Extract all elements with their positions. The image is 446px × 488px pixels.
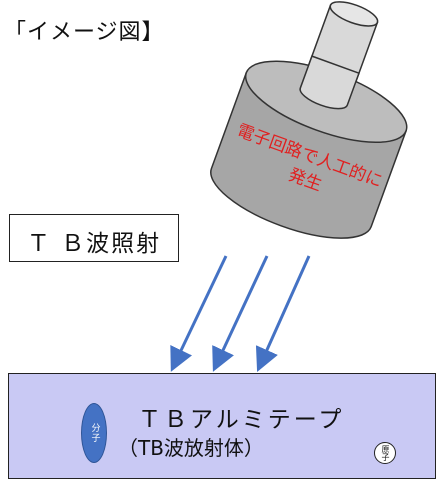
wave-arrow-3: [255, 255, 311, 372]
atom-label: 原子: [381, 445, 390, 461]
tape-title: ＴＢアルミテープ: [138, 407, 345, 433]
molecule-shape: 分子: [81, 403, 107, 463]
aluminum-tape: [8, 373, 436, 479]
molecule-label: 分子: [89, 423, 100, 443]
wave-arrow-1: [170, 255, 228, 372]
emission-label: Ｔ Ｂ波照射: [26, 231, 162, 257]
wave-arrow-2: [212, 255, 269, 372]
tape-subtitle: （TB波放射体）: [118, 436, 264, 460]
diagram-heading: 「イメージ図】: [4, 20, 165, 45]
generator-device: 電子回路で人工的に 発生: [210, 1, 408, 239]
device-nozzle-top: [329, 1, 379, 27]
device-nozzle-base: [299, 55, 360, 110]
emission-label-box: Ｔ Ｂ波照射: [9, 214, 179, 262]
atom-shape: 原子: [374, 442, 396, 464]
